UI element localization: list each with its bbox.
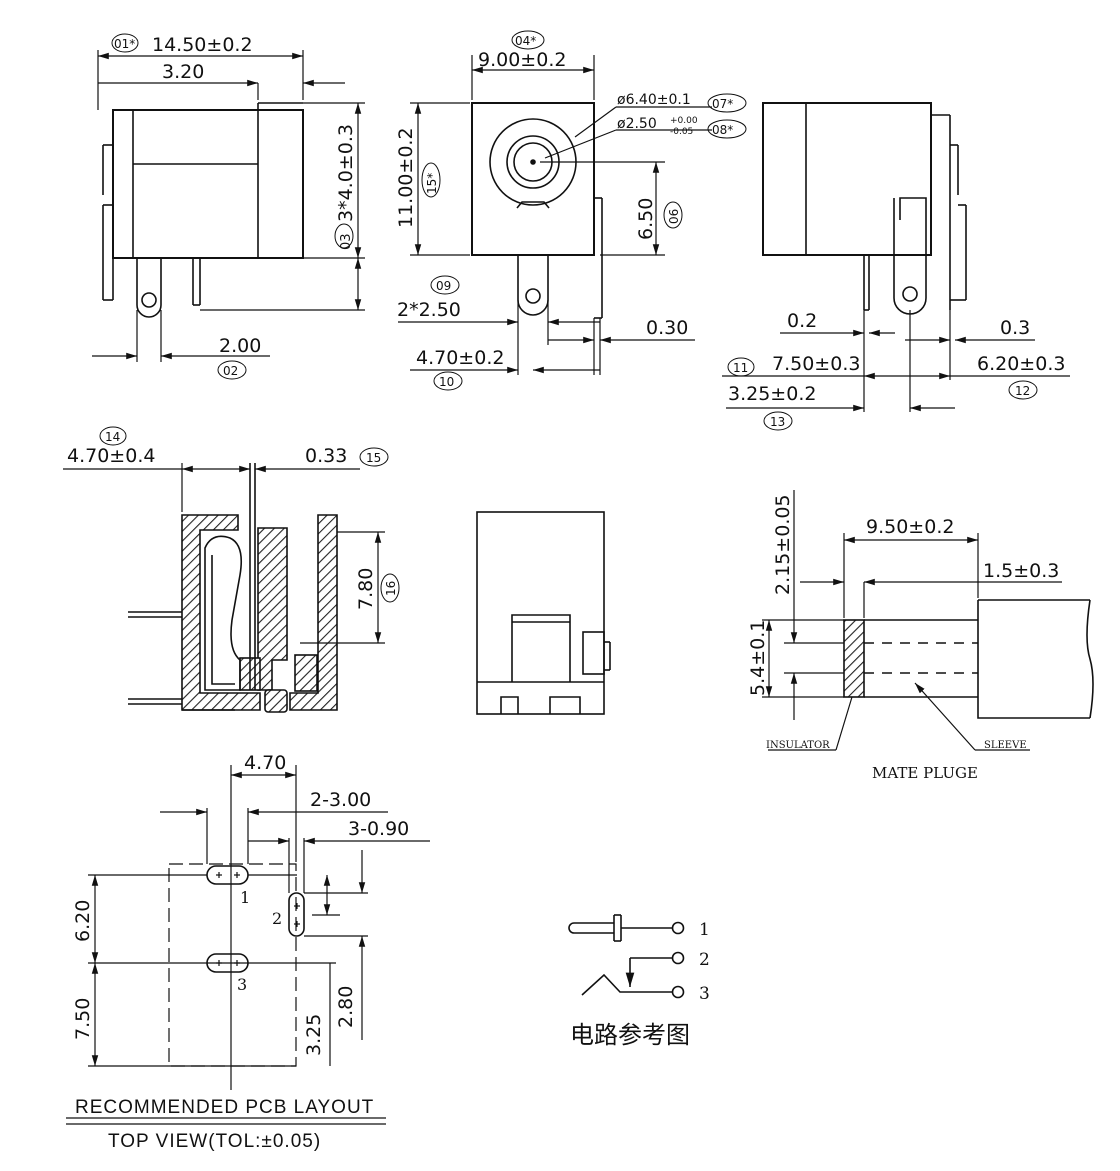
dim-mate-insulator: 1.5±0.3 [983, 560, 1059, 582]
dim-outer-dia: ø6.40±0.1 [617, 92, 691, 108]
dim-pin-pitch: 2*2.50 [397, 299, 461, 321]
label-insulator: INSULATOR [766, 740, 830, 751]
pcb-subtitle: TOP VIEW(TOL:±0.05) [108, 1131, 321, 1152]
tag-09: 09 [436, 279, 451, 293]
side-view [471, 102, 603, 319]
dim-mate-dia: 5.4±0.1 [747, 620, 769, 696]
front-labels: 01* 14.50±0.2 3.20 03 3*4.0±0.3 2.00 02 [111, 33, 357, 380]
mate-plug-drawing [843, 599, 1094, 719]
dim-inner-tol-up: +0.00 [670, 116, 698, 126]
tag-04: 04* [515, 34, 536, 48]
dim-section-width: 4.70±0.4 [67, 445, 155, 467]
tag-10: 10 [439, 375, 454, 389]
bottom-view [476, 511, 611, 715]
dim-side-width: 9.00±0.2 [478, 49, 566, 71]
right-labels: 0.2 0.3 11 7.50±0.3 6.20±0.3 12 3.25±0.2… [727, 310, 1065, 431]
dim-front-sub: 3.20 [162, 61, 204, 83]
dim-pcb-h4: 2.80 [335, 986, 357, 1028]
dim-center-height: 6.50 [635, 198, 657, 240]
dim-right-a: 0.2 [787, 310, 817, 332]
mate-dimensions [762, 490, 1062, 751]
dim-pcb-h1: 6.20 [72, 900, 94, 942]
circuit-title: 电路参考图 [570, 1021, 690, 1049]
tag-02: 02 [223, 364, 238, 378]
pad-label-3: 3 [237, 975, 247, 994]
dim-right-c: 7.50±0.3 [772, 353, 860, 375]
pad-label-1: 1 [240, 888, 250, 907]
side-labels: 04* 9.00±0.2 11.00±0.2 15* ø6.40±0.1 07*… [395, 30, 747, 391]
dim-right-e: 3.25±0.2 [728, 383, 816, 405]
dim-front-pin-off: 2.00 [219, 335, 261, 357]
front-dimensions [92, 50, 365, 362]
mate-labels: 2.15±0.05 9.50±0.2 1.5±0.3 5.4±0.1 INSUL… [747, 494, 1059, 782]
circuit-node-2: 2 [699, 950, 710, 970]
pad-1 [206, 865, 249, 885]
dim-side-height: 11.00±0.2 [395, 127, 417, 228]
dim-pcb-c: 3-0.90 [348, 818, 409, 840]
pad-2 [288, 892, 305, 937]
side-dimensions [398, 55, 712, 375]
dim-section-thickness: 0.33 [305, 445, 347, 467]
dim-front-height: 3*4.0±0.3 [335, 124, 357, 222]
tag-16: 16 [384, 581, 398, 596]
tag-03: 03 [339, 233, 354, 250]
dim-inner-tol-dn: -0.05 [670, 127, 693, 137]
dim-side-offset: 4.70±0.2 [416, 347, 504, 369]
tag-08: 08* [712, 123, 733, 137]
tag-12: 12 [1015, 384, 1030, 398]
tag-11: 11 [733, 361, 748, 375]
dim-section-height: 7.80 [355, 568, 377, 610]
tag-14: 14 [105, 430, 120, 444]
front-view [102, 102, 304, 318]
pad-label-2: 2 [272, 909, 282, 928]
pcb-title: RECOMMENDED PCB LAYOUT [75, 1097, 374, 1118]
dim-pin-thickness: 0.30 [646, 317, 688, 339]
dim-right-d: 6.20±0.3 [977, 353, 1065, 375]
circuit-node-1: 1 [699, 920, 710, 940]
tag-15: 15* [425, 173, 439, 194]
dim-pcb-h2: 7.50 [72, 998, 94, 1040]
mate-title: MATE PLUGE [872, 764, 978, 782]
tag-13: 13 [770, 415, 785, 429]
pcb-dimensions [66, 765, 430, 1125]
tag-15b: 15 [366, 451, 381, 465]
dim-front-width: 14.50±0.2 [152, 34, 253, 56]
dim-inner-dia: ø2.50 [617, 116, 657, 132]
dim-mate-d1: 2.15±0.05 [772, 494, 794, 595]
circuit-node-3: 3 [699, 984, 710, 1004]
tag-06: 06 [667, 209, 681, 224]
pcb-layout [168, 863, 305, 1067]
circuit-labels: 1 2 3 电路参考图 [570, 920, 710, 1049]
pcb-labels: 4.70 2-3.00 3-0.90 6.20 7.50 3.25 2.80 1… [72, 752, 409, 1152]
tag-01: 01* [114, 37, 135, 51]
circuit-diagram [568, 914, 685, 999]
dim-right-b: 0.3 [1000, 317, 1030, 339]
label-sleeve: SLEEVE [984, 740, 1027, 751]
section-view [128, 463, 338, 713]
right-dimensions [722, 310, 1070, 412]
tag-07: 07* [712, 97, 733, 111]
dim-pcb-a: 4.70 [244, 752, 286, 774]
dim-mate-length: 9.50±0.2 [866, 516, 954, 538]
dim-pcb-h3: 3.25 [303, 1014, 325, 1056]
dim-pcb-b: 2-3.00 [310, 789, 371, 811]
section-labels: 14 4.70±0.4 0.33 15 7.80 16 [67, 426, 400, 610]
right-view [762, 102, 967, 315]
section-dimensions [63, 463, 385, 644]
